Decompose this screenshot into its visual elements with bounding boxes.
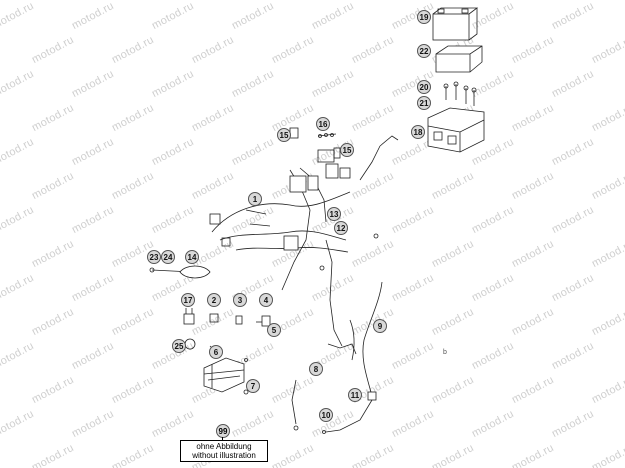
callout-20: 20: [417, 80, 431, 94]
part-battery: [432, 7, 479, 41]
note-line-german: ohne Abbildung: [196, 442, 252, 451]
callout-1: 1: [248, 192, 262, 206]
part-small-components: [183, 308, 271, 351]
note-callout-99: 99: [216, 424, 230, 438]
callout-13: 13: [327, 207, 341, 221]
callout-12: 12: [334, 221, 348, 235]
callout-23: 23: [147, 250, 161, 264]
callout-4: 4: [259, 293, 273, 307]
callout-16: 16: [316, 117, 330, 131]
callout-10: 10: [319, 408, 333, 422]
callout-11: 11: [348, 388, 362, 402]
note-leader-line: [222, 437, 223, 441]
part-battery-cover: [435, 45, 483, 73]
callout-6: 6: [209, 345, 223, 359]
part-screws: [443, 81, 477, 106]
callout-19: 19: [417, 10, 431, 24]
callout-17: 17: [181, 293, 195, 307]
callout-9: 9: [373, 319, 387, 333]
callout-15: 15: [277, 128, 291, 142]
part-voltage-regulator: [203, 357, 249, 395]
callout-7: 7: [246, 379, 260, 393]
callout-8: 8: [309, 362, 323, 376]
without-illustration-note: ohne Abbildung without illustration: [180, 440, 268, 462]
callout-21: 21: [417, 96, 431, 110]
callout-3: 3: [233, 293, 247, 307]
callout-5: 5: [267, 323, 281, 337]
small-mark: b: [443, 349, 447, 356]
callout-2: 2: [207, 293, 221, 307]
part-battery-holder: [427, 107, 485, 153]
part-main-wiring-harness: [209, 163, 379, 347]
part-ignition-lock: [149, 265, 211, 279]
part-long-cable: [349, 281, 383, 397]
callout-15: 15: [340, 143, 354, 157]
note-line-english: without illustration: [192, 451, 256, 460]
callout-18: 18: [411, 125, 425, 139]
callout-14: 14: [185, 250, 199, 264]
callout-24: 24: [161, 250, 175, 264]
callout-25: 25: [172, 339, 186, 353]
part-sensor-cable: [322, 391, 377, 434]
callout-22: 22: [417, 44, 431, 58]
